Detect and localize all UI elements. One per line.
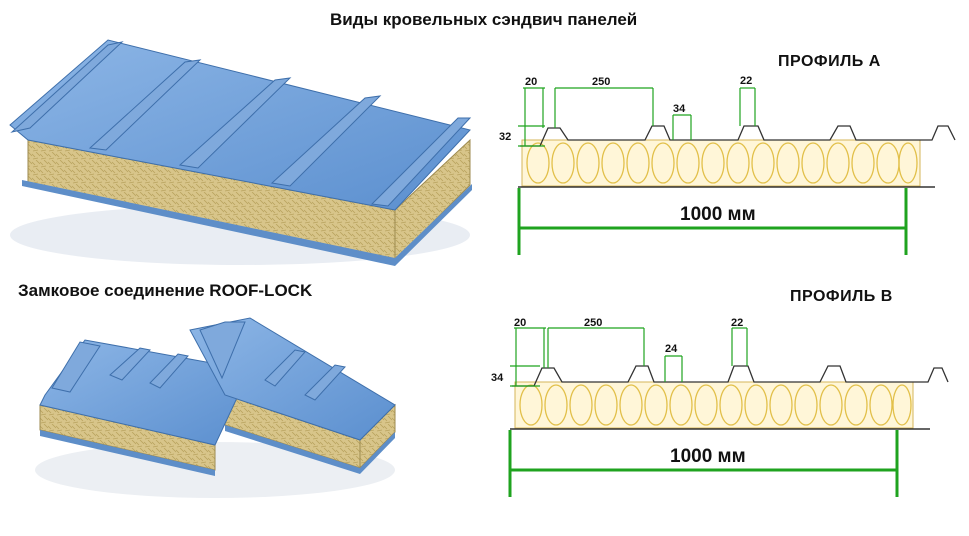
profile-a-rib-width: 20 xyxy=(525,76,537,88)
profile-b-section xyxy=(508,327,949,497)
profile-b-pitch: 250 xyxy=(584,317,602,329)
sandwich-panel-3d xyxy=(9,39,472,266)
profile-a-section xyxy=(517,87,956,255)
profile-a-width-label: 1000 мм xyxy=(680,204,756,225)
profile-b-rib-height: 34 xyxy=(491,372,504,384)
roof-lock-joint-3d xyxy=(35,317,396,498)
profile-b-rib-top: 24 xyxy=(665,343,678,355)
page-title: Виды кровельных сэндвич панелей xyxy=(330,10,638,29)
profile-a-rib-top-right: 22 xyxy=(740,75,752,87)
profile-b-width-label: 1000 мм xyxy=(670,446,746,467)
profile-a-rib-top: 34 xyxy=(673,103,686,115)
profile-a-pitch: 250 xyxy=(592,76,610,88)
profile-a-rib-height: 32 xyxy=(499,131,511,143)
roof-lock-caption: Замковое соединение ROOF-LOCK xyxy=(18,281,313,300)
profile-a-title: ПРОФИЛЬ А xyxy=(778,53,881,70)
profile-b-rib-top-right: 22 xyxy=(731,317,743,329)
profile-b-rib-width: 20 xyxy=(514,317,526,329)
profile-b-title: ПРОФИЛЬ В xyxy=(790,288,893,305)
